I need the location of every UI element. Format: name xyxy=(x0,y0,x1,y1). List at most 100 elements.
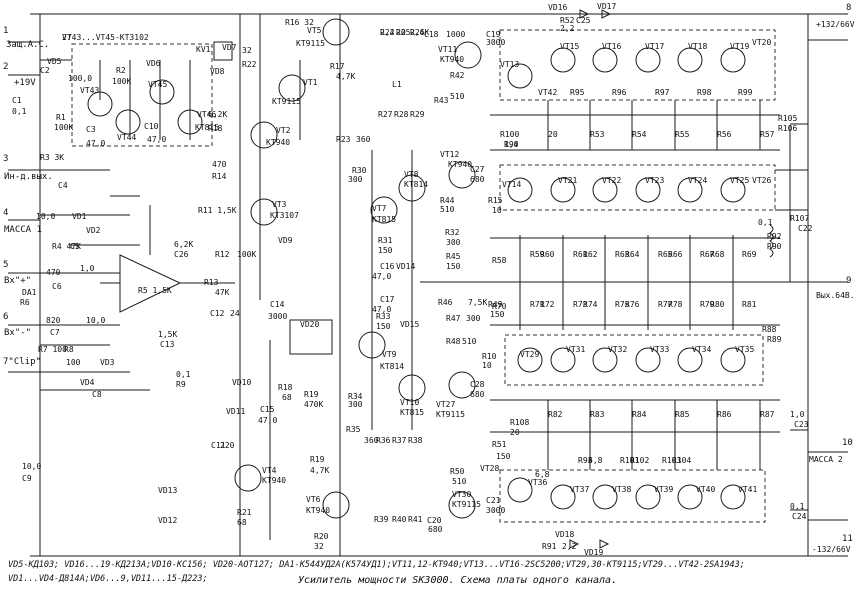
right-labels-item: R90 xyxy=(767,242,782,251)
mid-labels-item: R30 xyxy=(352,166,367,175)
right-labels-item: 680 xyxy=(428,525,443,534)
terminal-5-label: Вх"+" xyxy=(4,276,32,286)
right-labels-item: R38 xyxy=(408,436,423,445)
right-labels-item: VT23 xyxy=(645,176,665,185)
terminal-4-number: 4 xyxy=(3,208,9,218)
right-labels-item: C19 xyxy=(486,30,501,39)
right-labels-item: R10 xyxy=(482,352,497,361)
mid-labels-item: VD20 xyxy=(300,320,320,329)
right-labels-item: VD18 xyxy=(555,530,575,539)
mid-labels-item: R11 1,5K xyxy=(198,206,237,215)
right-labels-item: VT36 xyxy=(528,478,548,487)
mid-labels-item: C11 xyxy=(211,441,226,450)
right-labels-item: 20 xyxy=(396,28,406,37)
right-labels-item: R69 xyxy=(742,250,757,259)
left-labels-item: 6,2K xyxy=(174,240,194,249)
right-labels-item: R108 xyxy=(510,418,530,427)
right-labels-item: R52 xyxy=(560,16,575,25)
right-labels-item: R80 xyxy=(710,300,725,309)
right-labels-item: R56 xyxy=(717,130,732,139)
right-labels-item: КТ940 xyxy=(448,160,473,169)
right-labels-item: 150 xyxy=(496,452,511,461)
right-labels-item: VT13 xyxy=(500,60,520,69)
terminal-11-number: 11 xyxy=(842,534,853,544)
terminal-7-label: 7"Сlip" xyxy=(3,357,41,367)
right-labels-item: R104 xyxy=(672,456,692,465)
right-labels-item: R83 xyxy=(590,410,605,419)
right-labels-item: R61 xyxy=(573,250,588,259)
right-labels-item: R81 xyxy=(742,300,757,309)
right-labels-item: 510 xyxy=(462,337,477,346)
right-labels-item: R54 xyxy=(632,130,647,139)
mid-labels-item: R18 xyxy=(208,124,223,133)
right-labels-item: R59 xyxy=(530,250,545,259)
right-labels-item: R99 xyxy=(738,88,753,97)
terminal-9-number: 9 xyxy=(846,276,852,286)
left-labels-item: 0,1 xyxy=(12,107,27,116)
right-labels-item: 300 xyxy=(466,314,481,323)
left-labels-item: КТ815 xyxy=(195,123,220,132)
mid-labels-item: VT5 xyxy=(307,26,322,35)
right-labels-item: R96 xyxy=(612,88,627,97)
right-labels-item: R101 xyxy=(620,456,640,465)
left-labels-item: 100K xyxy=(112,77,132,86)
left-labels-item: R7 100 xyxy=(38,345,67,354)
mid-labels-item: 360 xyxy=(364,436,379,445)
right-labels-item: VT26 xyxy=(752,176,772,185)
right-labels-item: R46 xyxy=(438,298,453,307)
left-labels-item: VT45 xyxy=(148,80,168,89)
right-labels-item: 1000 xyxy=(446,30,466,39)
right-labels-item: R49 xyxy=(488,300,503,309)
right-labels-item: R95 xyxy=(570,88,585,97)
right-labels-item: R70 xyxy=(492,302,507,311)
mid-labels-item: 470 xyxy=(212,160,227,169)
right-labels-item: 0,1 xyxy=(758,218,773,227)
left-labels-item: R4 47K xyxy=(52,242,81,251)
left-labels-item: C8 xyxy=(92,390,102,399)
mid-labels-item: VD9 xyxy=(278,236,293,245)
right-labels-item: VT31 xyxy=(566,345,586,354)
schematic-caption: Усилитель мощности SK3000. Схема платы о… xyxy=(298,575,618,586)
right-labels-item: R40 xyxy=(392,515,407,524)
right-labels-item: VT32 xyxy=(608,345,628,354)
right-labels-item: 680 xyxy=(470,175,485,184)
left-labels-item: 470 xyxy=(46,268,61,277)
right-labels-item: R106 xyxy=(778,124,798,133)
right-labels-item: R76 xyxy=(625,300,640,309)
right-labels-item: 510 xyxy=(440,205,455,214)
mid-labels-item: C16 xyxy=(380,262,395,271)
right-labels-item: R98 xyxy=(697,88,712,97)
right-labels-item: R105 xyxy=(778,114,798,123)
right-labels-item: L1 xyxy=(392,80,402,89)
left-labels-item: C4 xyxy=(58,181,68,190)
right-labels-item: R44 xyxy=(440,196,455,205)
right-labels-item: VT39 xyxy=(654,485,674,494)
right-labels-item: КТ940 xyxy=(440,55,465,64)
mid-labels-item: VD8 xyxy=(210,67,225,76)
right-labels-item: R73 xyxy=(573,300,588,309)
mid-labels-item: КТ814 xyxy=(380,362,405,371)
right-labels-item: 2,4K xyxy=(410,28,430,37)
right-labels-item: VT20 xyxy=(752,38,772,47)
right-labels-item: R55 xyxy=(675,130,690,139)
mid-labels-item: C17 xyxy=(380,295,395,304)
right-labels-item: VT21 xyxy=(558,176,578,185)
right-labels-item: R36 xyxy=(376,436,391,445)
right-labels-item: R100 xyxy=(500,130,520,139)
right-labels-item: 2,2 xyxy=(560,24,575,33)
left-labels-item: 100 xyxy=(66,358,81,367)
right-labels-item: R41 xyxy=(408,515,423,524)
right-labels-item: R94 xyxy=(504,140,519,149)
terminal-11-label: -132/66V xyxy=(812,545,851,554)
mid-labels-item: КТ940 xyxy=(266,138,291,147)
mid-labels-item: 3000 xyxy=(268,312,288,321)
left-labels-item: 27 xyxy=(62,33,72,42)
right-labels-item: VT12 xyxy=(440,150,460,159)
left-labels-item: 100K xyxy=(54,123,74,132)
right-labels-item: VT27 xyxy=(436,400,456,409)
mid-labels-item: 47,0 xyxy=(372,272,392,281)
mid-labels-item: 150 xyxy=(376,322,391,331)
component-list-line2: VD1...VD4-Д814А;VD6...9,VD11...15-Д223; xyxy=(8,574,208,584)
right-labels-item: R53 xyxy=(590,130,605,139)
mid-labels-item: R19 xyxy=(304,390,319,399)
